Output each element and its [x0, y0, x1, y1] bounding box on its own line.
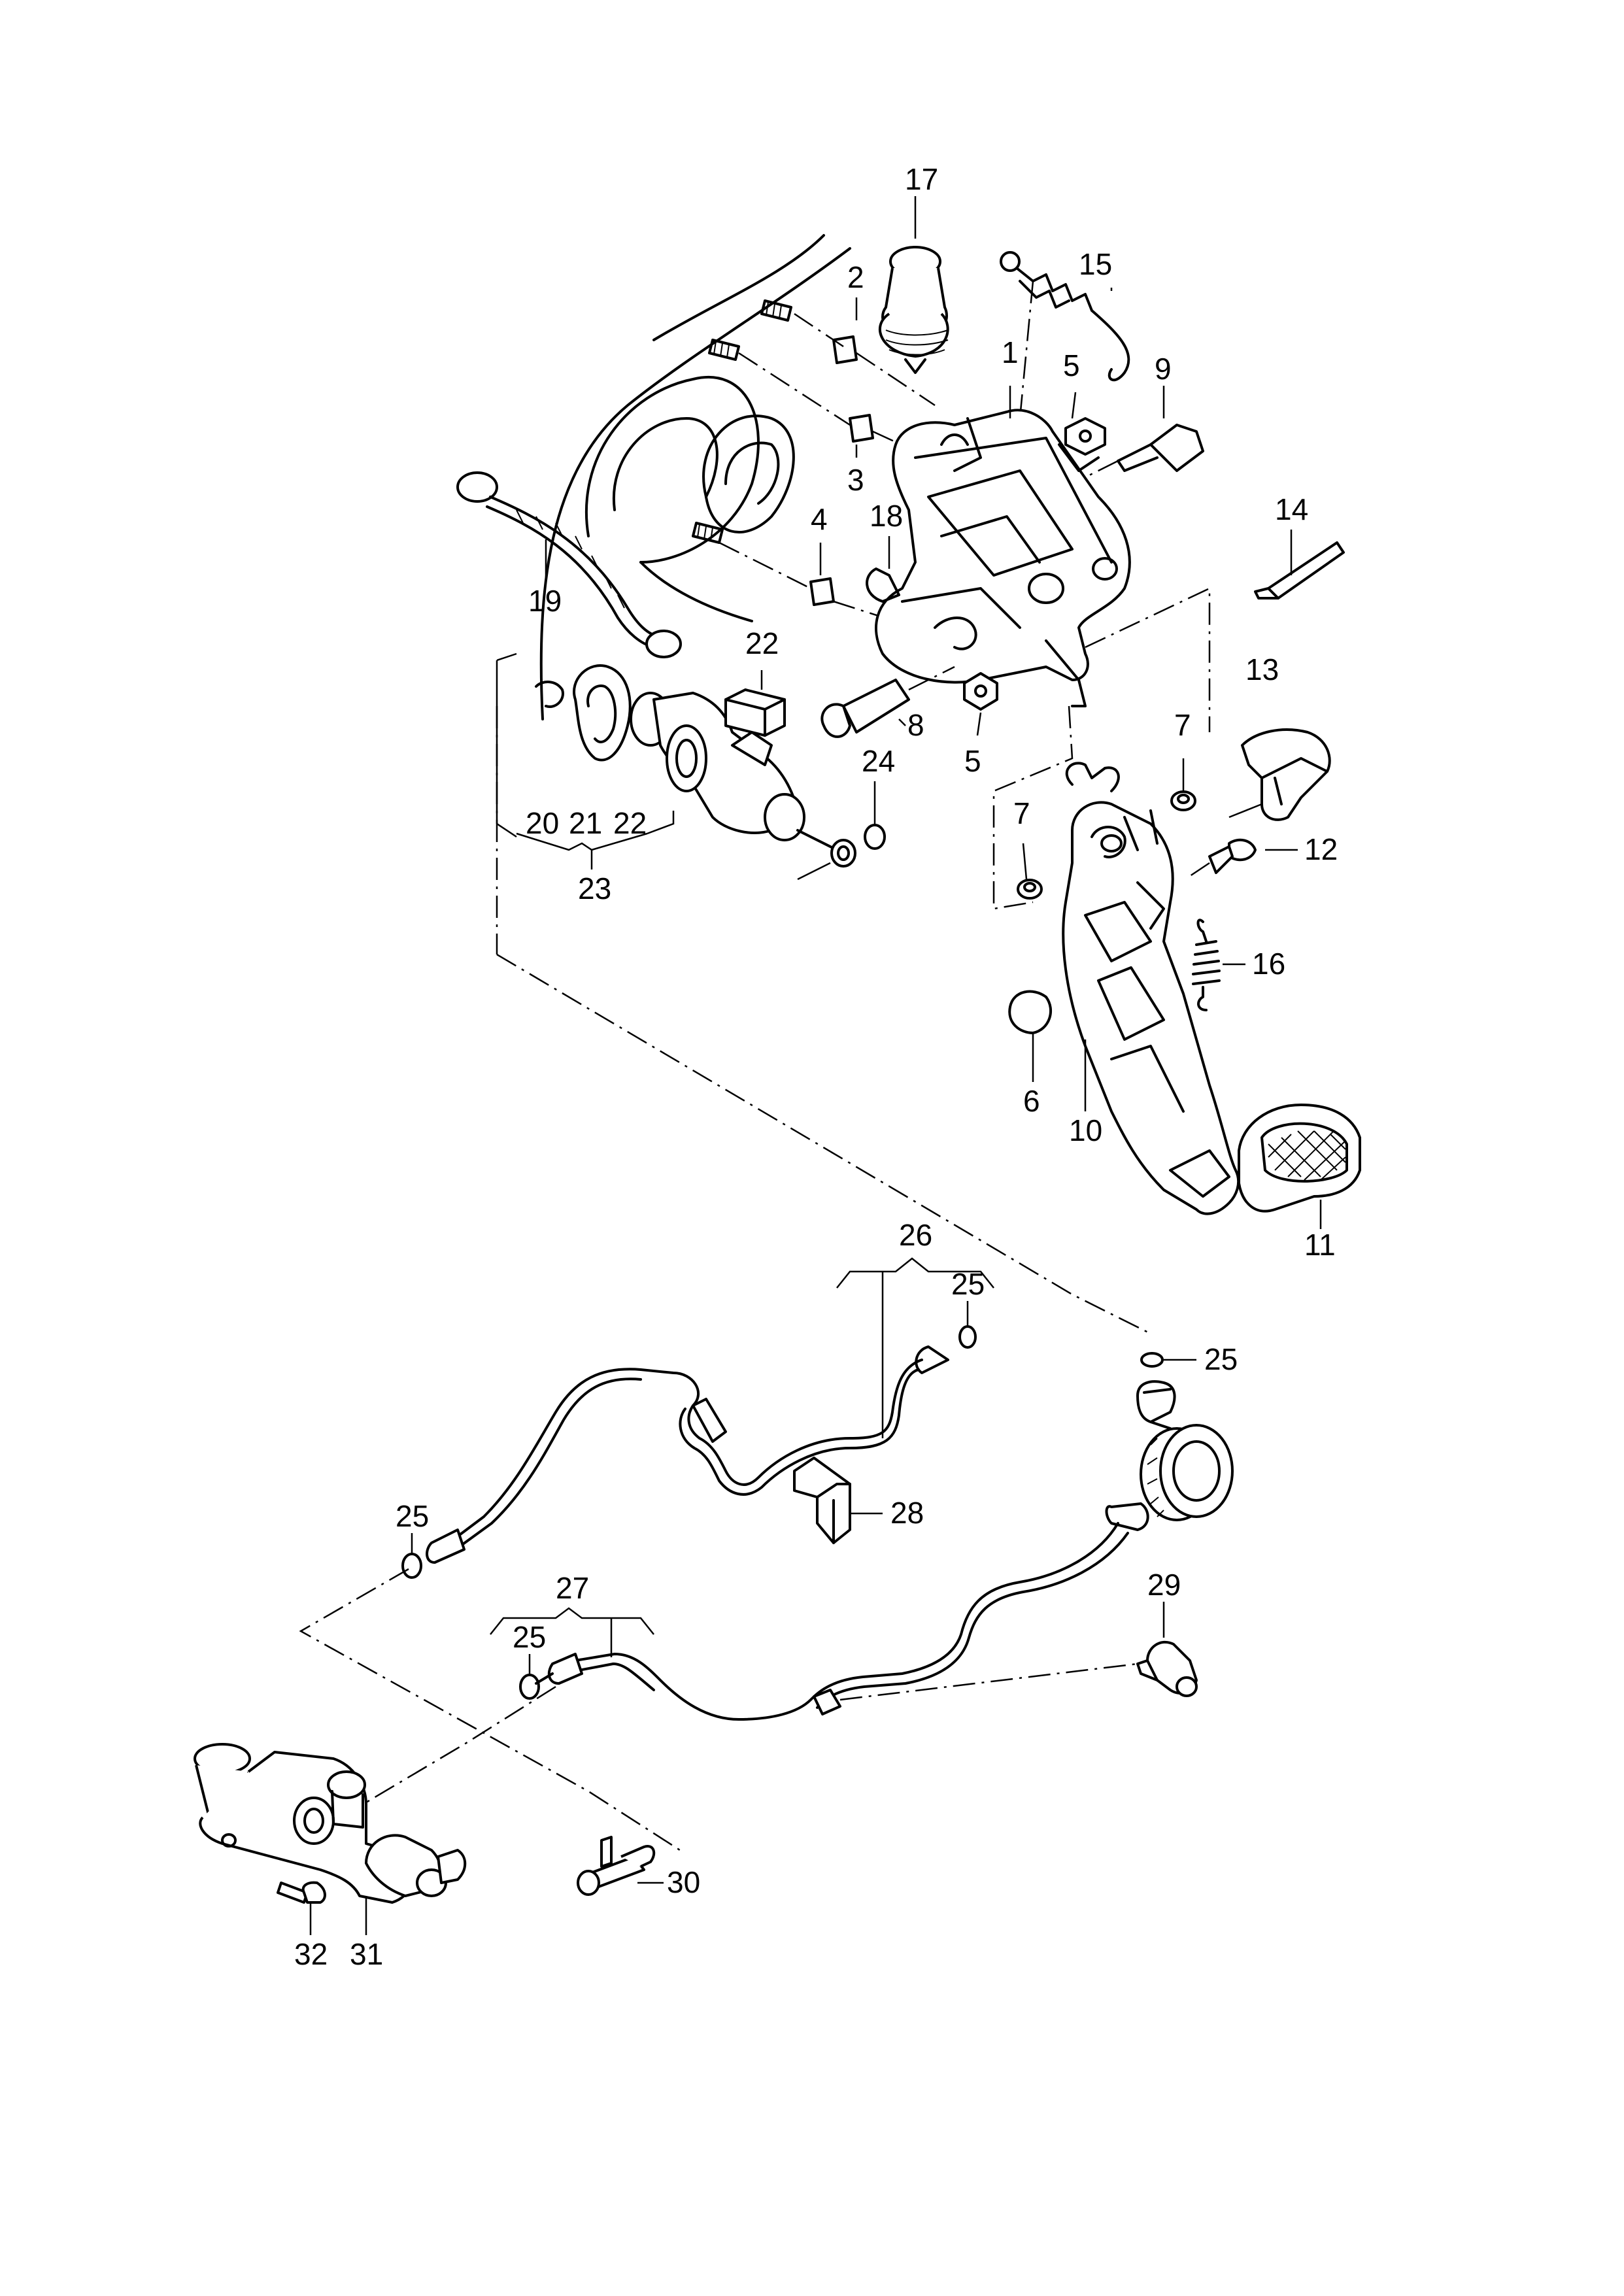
- callout-31: 31: [350, 1937, 383, 1971]
- master-cylinder-icon: [630, 692, 856, 881]
- callout-25b: 25: [1204, 1342, 1238, 1376]
- nut-icon: [963, 417, 1106, 711]
- callout-19: 19: [528, 584, 562, 618]
- housing-bolt-icon: [277, 1881, 326, 1935]
- pedal-bush-icon: [1017, 790, 1196, 900]
- callout-26: 26: [899, 1218, 932, 1252]
- bush-24-icon: [864, 824, 886, 850]
- callout-20: 20: [526, 806, 559, 840]
- callout-16: 16: [1252, 947, 1285, 981]
- bracket-icon: [724, 688, 786, 737]
- callout-32: 32: [294, 1937, 328, 1971]
- callout-18: 18: [870, 499, 903, 533]
- callout-22b: 22: [613, 806, 647, 840]
- callout-7b: 7: [1013, 796, 1030, 830]
- callout-2: 2: [847, 260, 864, 294]
- bolt-icon: [1085, 386, 1204, 479]
- cover-icon: [1228, 728, 1331, 821]
- callout-3: 3: [847, 463, 864, 497]
- pipe-clip-icon: [793, 1457, 883, 1544]
- callout-6: 6: [1023, 1084, 1040, 1118]
- circlip-icon: [535, 681, 564, 708]
- callout-30: 30: [667, 1865, 700, 1899]
- rod-icon: [456, 471, 682, 658]
- callout-17: 17: [905, 162, 938, 196]
- callout-14: 14: [1275, 492, 1308, 526]
- callout-10: 10: [1069, 1113, 1102, 1147]
- callout-22: 22: [745, 626, 779, 660]
- callout-29: 29: [1147, 1568, 1181, 1602]
- seal-ring-icon: [573, 664, 632, 762]
- callout-5: 5: [1063, 348, 1080, 382]
- clutch-pedal-icon: [1062, 762, 1240, 1215]
- callout-9: 9: [1155, 352, 1172, 386]
- callout-11: 11: [1304, 1228, 1336, 1262]
- callout-24: 24: [862, 744, 895, 778]
- release-cylinder-icon: [194, 1743, 467, 1935]
- callout-15: 15: [1079, 247, 1112, 281]
- studs-icon: [692, 299, 792, 544]
- callout-23: 23: [578, 871, 611, 905]
- pivot-bolt-icon: [820, 666, 955, 738]
- callout-7a: 7: [1174, 708, 1191, 742]
- callout-5b: 5: [964, 744, 981, 778]
- callout-1: 1: [1002, 335, 1019, 369]
- grease-tube-icon: [1254, 530, 1345, 599]
- callout-28: 28: [890, 1496, 924, 1530]
- slave-pipe-icon: [535, 1522, 1129, 1721]
- pedal-bracket-icon: [875, 409, 1131, 707]
- pedal-pad-icon: [1238, 1104, 1361, 1229]
- pipe-holder-icon: [1136, 1602, 1198, 1697]
- o-ring-icon: [401, 1301, 1196, 1700]
- pedal-pin-icon: [1189, 838, 1257, 877]
- bump-stop-icon: [878, 196, 949, 374]
- callout-21: 21: [569, 806, 602, 840]
- tee-connector-icon: [577, 1836, 664, 1896]
- pedal-spring-icon: [1192, 919, 1245, 1011]
- callout-25c: 25: [396, 1499, 429, 1533]
- cap-icon: [1008, 990, 1053, 1082]
- callout-25a: 25: [951, 1267, 985, 1301]
- hydraulic-pipe-icon: [426, 1345, 949, 1564]
- callout-27: 27: [556, 1571, 589, 1605]
- callout-25d: 25: [513, 1620, 546, 1654]
- callout-8: 8: [907, 708, 924, 742]
- callout-13: 13: [1245, 652, 1279, 686]
- callout-12: 12: [1304, 832, 1338, 866]
- return-spring-icon: [1000, 251, 1130, 382]
- callout-4: 4: [811, 502, 828, 536]
- callout-labels: 17 2 15 1 5 9 3 4 18 14 19 22 13 8 7 24 …: [294, 162, 1338, 1971]
- slave-cylinder-icon: [1105, 1380, 1234, 1531]
- clip-icon: [866, 536, 900, 603]
- firewall-panel-outline: [539, 234, 851, 720]
